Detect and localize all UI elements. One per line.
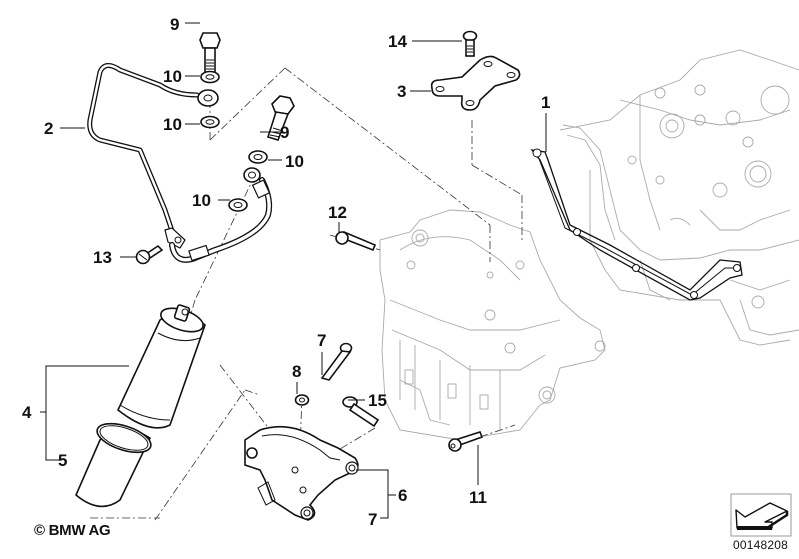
label-1: 1 <box>541 93 550 112</box>
bracket-part-3 <box>430 55 521 111</box>
washer-8 <box>294 394 310 406</box>
label-10a: 10 <box>163 67 182 86</box>
filter-sleeve-part-5 <box>75 422 152 508</box>
document-number: 00148208 <box>733 538 788 552</box>
label-5: 5 <box>58 451 67 470</box>
bolt-15 <box>342 396 380 428</box>
label-10c: 10 <box>285 152 304 171</box>
bolt-11 <box>335 230 377 252</box>
oil-filter-cartridge-part-4 <box>117 304 206 429</box>
sealing-ring-10c <box>248 150 268 164</box>
label-6: 6 <box>398 486 407 505</box>
label-15: 15 <box>368 391 387 410</box>
engine-block <box>559 49 799 346</box>
label-14: 14 <box>388 32 407 51</box>
sealing-ring-10d <box>228 198 248 212</box>
filter-bracket-part-6 <box>244 425 359 521</box>
banjo-bolt-9b <box>266 95 295 141</box>
bolt-13 <box>135 244 164 265</box>
oil-pipe-part-2 <box>87 63 273 263</box>
callout-labels: 9 10 10 2 9 10 10 13 14 3 1 12 7 8 15 4 … <box>22 15 550 529</box>
label-10d: 10 <box>192 191 211 210</box>
label-7a: 7 <box>317 331 326 350</box>
label-3: 3 <box>397 82 406 101</box>
arrow-down-left-icon[interactable] <box>730 493 792 537</box>
bolt-7 <box>320 342 353 381</box>
copyright-notice: © BMW AG <box>34 522 111 539</box>
label-8: 8 <box>292 362 301 381</box>
leader-lines <box>40 22 547 519</box>
sealing-ring-10a <box>200 70 220 84</box>
sealing-ring-10b <box>200 115 220 129</box>
gasket-part-1 <box>530 148 743 301</box>
label-9b: 9 <box>280 123 289 142</box>
label-2: 2 <box>44 119 53 138</box>
label-11: 12 <box>328 203 347 222</box>
oil-filter-housing <box>379 209 606 441</box>
label-9a: 9 <box>170 15 179 34</box>
bolt-12 <box>448 431 484 452</box>
label-10b: 10 <box>163 115 182 134</box>
banjo-bolt-9a <box>199 32 221 75</box>
bolt-14 <box>462 30 478 57</box>
label-4: 4 <box>22 403 32 422</box>
label-13: 13 <box>93 248 112 267</box>
label-7b: 7 <box>368 510 377 529</box>
label-12: 11 <box>469 488 487 507</box>
